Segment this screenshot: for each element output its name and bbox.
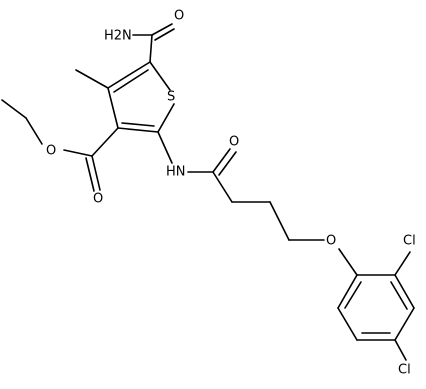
atom-label-ester-o-ether: O [46,144,56,159]
atom-label-nh: HN [166,165,186,180]
bond-ring-c5-s [149,61,171,91]
atom-label-amide-o: O [174,9,184,24]
atom-label-cl-para: Cl [398,363,411,378]
bond-amide-c-o [151,23,173,36]
bond-benz-c2-c3-double [390,281,408,310]
bond-ester-c-o-double-2 [85,157,95,192]
bond-ring-ester-c [91,127,119,157]
atom-label-ester-o-carbonyl: O [93,192,103,207]
bond-benz-c5-c6 [337,307,358,341]
bond-ether-o-aryl [338,248,358,276]
bond-methyl [75,69,109,89]
bonds [1,23,415,361]
bond-ring-c4-c5-double [113,69,149,93]
bond-ring-c2-c3 [117,127,159,133]
bond-butanoyl-c-o [212,148,231,173]
bond-ethyl-ch2-ch3 [1,99,27,119]
bond-ester-c-o-double [91,155,101,191]
bond-ester-o-ch2 [25,117,43,145]
atom-label-cl-ortho: Cl [403,234,416,249]
bond-chain-3 [269,201,290,241]
bond-benz-c6-c1-double [344,281,362,309]
atom-labels: H2N O S O O HN O O Cl Cl [46,9,416,378]
atom-label-amide-nh2: H2N [104,29,132,44]
bond-cl-para [394,339,407,361]
bond-ring-c4-c5 [107,61,151,89]
bond-butanoyl-c-o-double [218,151,237,176]
bond-benz-c3-c4 [394,307,415,341]
atom-label-ether-o: O [326,234,336,249]
bond-benz-c2-c3 [394,274,415,309]
atom-label-thiophene-s: S [167,90,175,105]
bond-amide-c-o-double [154,28,175,41]
bond-ring-c2-c3-double [121,122,155,127]
bond-ring-c3-c4 [107,87,119,129]
bond-benz-c6-c1 [337,274,358,309]
bond-chain-1 [212,171,233,203]
bond-ester-c-o-ether [63,149,93,157]
atom-label-butanoyl-o: O [229,135,239,150]
bond-amide-c-ring [149,34,153,63]
bond-cl-ortho [394,251,411,276]
bond-ring-s-c2 [157,103,175,133]
bond-c2-nh [157,131,173,164]
